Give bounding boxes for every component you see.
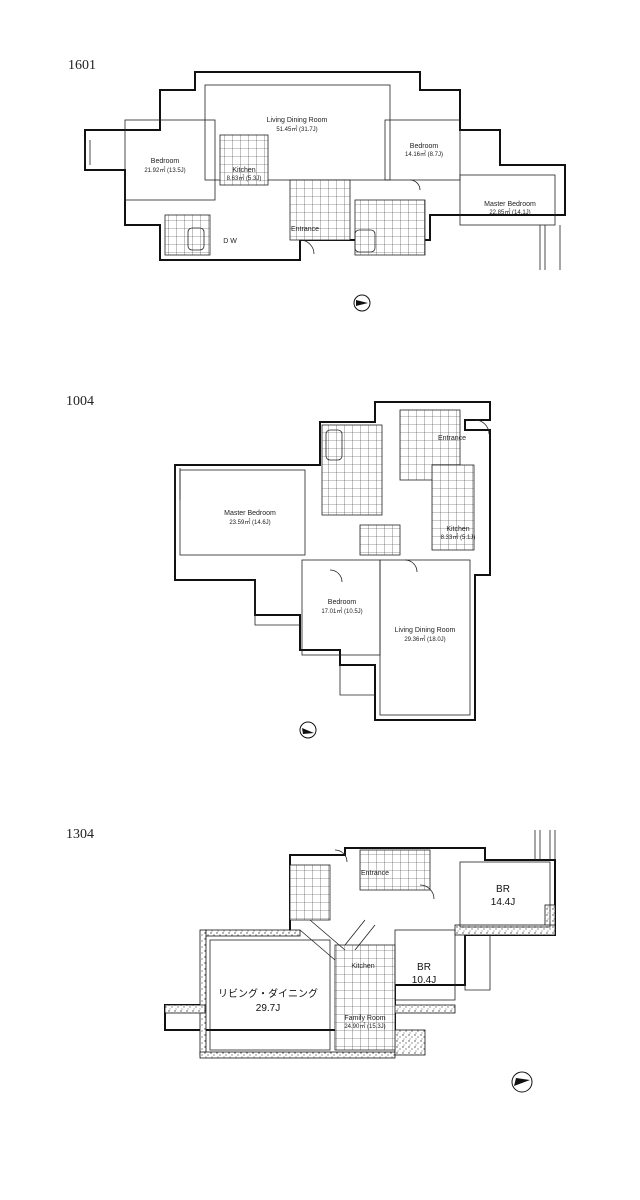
room-area: 14.4J — [491, 897, 515, 908]
room-name: Entrance — [291, 226, 319, 233]
room-name: BR — [417, 962, 431, 973]
room-area: 14.16㎡ (8.7J) — [405, 150, 443, 158]
floor-plan: Entrance BR 14.4J Kitchen BR 10.4J リビング・… — [0, 830, 640, 1100]
room-area: 23.59㎡ (14.6J) — [229, 518, 270, 526]
room-name: Bedroom — [328, 599, 357, 606]
room-area: 8.33㎡ (5.1J) — [441, 533, 476, 541]
room-area: 8.63㎡ (5.3J) — [227, 174, 262, 182]
room-area: 17.01㎡ (10.5J) — [321, 607, 362, 615]
room-name: BR — [496, 884, 510, 895]
room-name: Master Bedroom — [484, 201, 536, 208]
north-compass-icon — [511, 1071, 533, 1093]
room-area: 22.85㎡ (14.1J) — [489, 208, 530, 216]
unit-number-label: 1601 — [68, 58, 96, 73]
room-name: Family Room — [344, 1015, 385, 1022]
north-compass-icon — [353, 294, 371, 312]
room-name: Entrance — [361, 870, 389, 877]
room-name: Living Dining Room — [395, 627, 456, 634]
north-compass-icon — [299, 721, 317, 739]
room-area: 21.92㎡ (13.5J) — [144, 166, 185, 174]
room-area: 10.4J — [412, 975, 436, 986]
room-area: 24.90㎡ (15.3J) — [344, 1022, 385, 1030]
room-name: Living Dining Room — [267, 117, 328, 124]
room-name: リビング・ダイニング — [218, 987, 318, 1000]
floor-plan: Master Bedroom 23.59㎡ (14.6J) Entrance K… — [0, 400, 640, 740]
room-name: D W — [223, 238, 237, 245]
unit-number-label: 1004 — [66, 394, 94, 409]
room-name: Entrance — [438, 435, 466, 442]
room-area: 29.36㎡ (18.0J) — [404, 635, 445, 643]
room-name: Master Bedroom — [224, 510, 276, 517]
room-area: 51.45㎡ (31.7J) — [276, 125, 317, 133]
room-name: Bedroom — [410, 143, 439, 150]
floor-plan: Living Dining Room 51.45㎡ (31.7J) Bedroo… — [0, 60, 640, 320]
room-name: Kitchen — [351, 963, 374, 970]
unit-number-label: 1304 — [66, 827, 94, 842]
room-name: Kitchen — [232, 167, 255, 174]
room-name: Bedroom — [151, 158, 180, 165]
room-name: Kitchen — [446, 526, 469, 533]
room-area: 29.7J — [256, 1003, 280, 1014]
